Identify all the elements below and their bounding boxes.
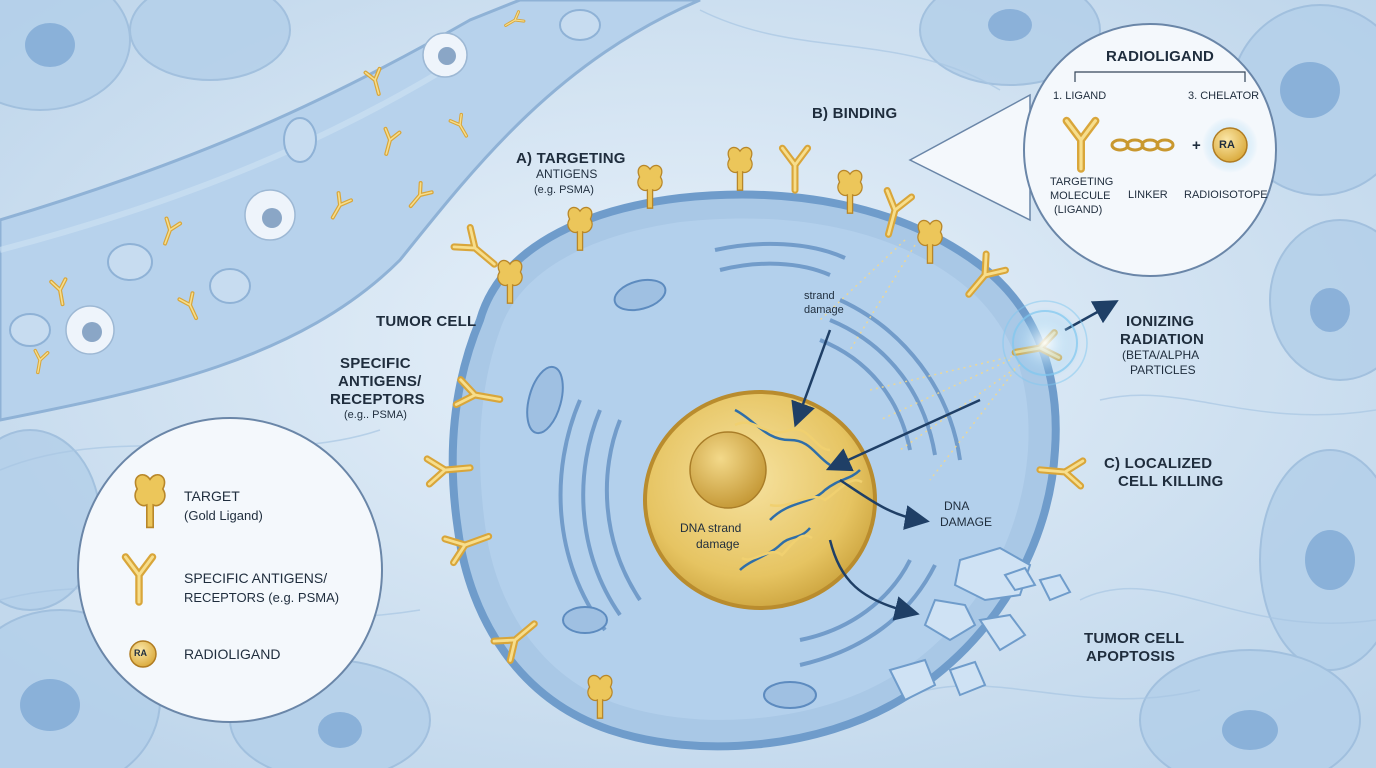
legend-antigens-sub: RECEPTORS (e.g. PSMA) [184, 590, 339, 606]
specific-antigens-label-3: RECEPTORS [330, 391, 425, 408]
strand-damage-top-1: strand [804, 290, 835, 303]
inset-part-chelator: 3. CHELATOR [1188, 90, 1259, 103]
inset-linker: LINKER [1128, 189, 1168, 202]
targeting-example: (e.g. PSMA) [534, 184, 594, 197]
inset-ra-badge: RA [1219, 139, 1235, 152]
apoptosis-label-2: APOPTOSIS [1086, 648, 1175, 665]
localized-label-2: CELL KILLING [1118, 473, 1223, 490]
targeting-title: A) TARGETING [516, 150, 626, 167]
tumor-cell-label: TUMOR CELL [376, 313, 476, 330]
targeting-subtitle: ANTIGENS [536, 168, 597, 182]
strand-damage-top-2: damage [804, 304, 844, 317]
binding-label: B) BINDING [812, 105, 897, 122]
legend-target: TARGET [184, 488, 240, 505]
dna-strand-damage-2: damage [696, 538, 739, 552]
localized-label-1: C) LOCALIZED [1104, 455, 1212, 472]
legend-radioligand: RADIOLIGAND [184, 646, 280, 663]
inset-part-ligand: 1. LIGAND [1053, 90, 1106, 103]
inset-targeting-3: (LIGAND) [1054, 204, 1102, 217]
legend-antigens: SPECIFIC ANTIGENS/ [184, 570, 327, 587]
dna-strand-damage-1: DNA strand [680, 522, 741, 536]
inset-radioisotope: RADIOISOTOPE [1184, 189, 1268, 202]
specific-antigens-label-1: SPECIFIC [340, 355, 411, 372]
ionizing-label-3: (BETA/ALPHA [1122, 349, 1199, 363]
apoptosis-label-1: TUMOR CELL [1084, 630, 1184, 647]
legend-target-sub: (Gold Ligand) [184, 508, 263, 524]
dna-damage-label-1: DNA [944, 500, 969, 514]
ionizing-label-1: IONIZING [1126, 313, 1194, 330]
inset-targeting-1: TARGETING [1050, 176, 1113, 189]
specific-antigens-label-2: ANTIGENS/ [338, 373, 421, 390]
inset-title: RADIOLIGAND [1106, 48, 1214, 65]
inset-plus: + [1192, 137, 1201, 154]
ionizing-label-4: PARTICLES [1130, 364, 1196, 378]
ionizing-label-2: RADIATION [1120, 331, 1204, 348]
dna-damage-label-2: DAMAGE [940, 516, 992, 530]
inset-targeting-2: MOLECULE [1050, 190, 1111, 203]
specific-antigens-example: (e.g.. PSMA) [344, 409, 407, 422]
legend-ra-badge: RA [134, 648, 147, 659]
